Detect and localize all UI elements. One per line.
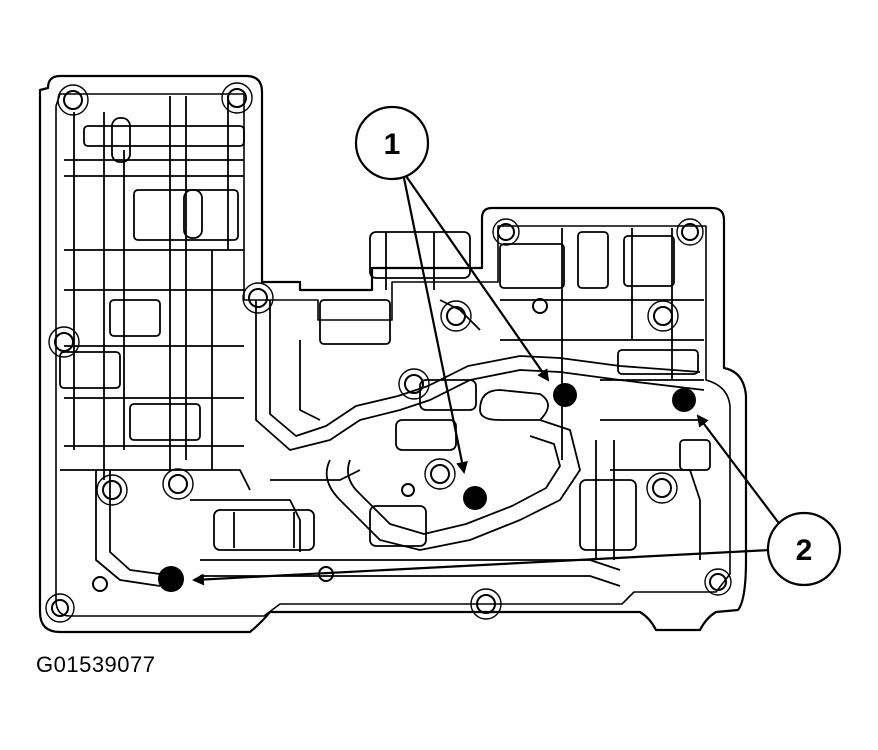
callout-2: 2 <box>766 511 842 587</box>
callout-label: 1 <box>384 128 401 161</box>
right-grid <box>319 228 711 560</box>
check-ball-2b <box>158 566 184 592</box>
bolt-holes <box>45 82 732 623</box>
passages <box>60 299 705 587</box>
callout-label: 2 <box>796 534 813 567</box>
figure-id: G01539077 <box>36 652 156 677</box>
callout-circle <box>766 511 842 587</box>
callout-1: 1 <box>354 105 430 181</box>
leader-arrow-2b <box>192 548 771 586</box>
leader-arrow-2a <box>696 414 785 531</box>
valve-body-outline <box>38 74 748 634</box>
callout-circle <box>354 105 430 181</box>
left-grid <box>59 96 245 480</box>
leader-arrow-1a <box>405 175 550 382</box>
gasket-line <box>55 93 731 617</box>
check-ball-1b <box>463 486 487 510</box>
check-ball-1a <box>553 383 577 407</box>
check-ball-2a <box>672 388 696 412</box>
check-balls <box>158 383 696 592</box>
leader-arrow-1b <box>402 177 468 474</box>
